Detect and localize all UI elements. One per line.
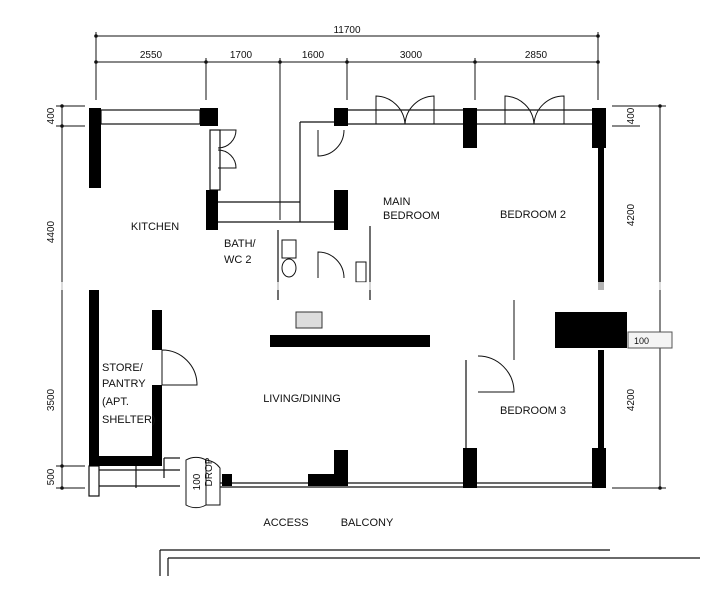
room-store-3: (APT. — [102, 396, 129, 408]
room-store-4: SHELTER) — [102, 414, 156, 426]
dim-top-2: 1700 — [230, 50, 253, 61]
dim-left-1: 400 — [46, 107, 57, 124]
dim-right-2: 4200 — [626, 203, 637, 226]
dim-left-3: 3500 — [46, 388, 57, 411]
room-main-bedroom-1: MAIN — [383, 196, 411, 208]
access-label: ACCESS — [263, 517, 308, 529]
room-store-2: PANTRY — [102, 378, 146, 390]
room-bath-2: WC 2 — [224, 254, 252, 266]
balcony-label: BALCONY — [341, 517, 394, 529]
dim-right-1: 400 — [626, 107, 637, 124]
drop-word: DROP — [204, 457, 215, 486]
dim-overall: 11700 — [333, 25, 361, 36]
dim-top-3: 1600 — [302, 50, 325, 61]
right-drop-label: 100 — [634, 336, 649, 346]
drop-num: 100 — [192, 473, 203, 490]
dim-top-4: 3000 — [400, 50, 423, 61]
dim-top-5: 2850 — [525, 50, 548, 61]
drop-label-box — [627, 331, 673, 349]
sink — [295, 311, 323, 329]
room-bedroom-3: BEDROOM 3 — [500, 405, 566, 417]
dimension-ticks — [60, 34, 662, 490]
room-living-dining: LIVING/DINING — [263, 393, 341, 405]
dim-right-3: 4200 — [626, 388, 637, 411]
dim-top-1: 2550 — [140, 50, 163, 61]
dim-left-2: 4400 — [46, 220, 57, 243]
room-bath-1: BATH/ — [224, 238, 257, 250]
structural-walls — [89, 108, 627, 488]
dim-left-4: 500 — [46, 468, 57, 485]
room-main-bedroom-2: BEDROOM — [383, 210, 440, 222]
room-bedroom-2: BEDROOM 2 — [500, 209, 566, 221]
doors — [161, 95, 565, 509]
image-blur-band — [0, 282, 708, 290]
room-store-1: STORE/ — [102, 362, 144, 374]
room-kitchen: KITCHEN — [131, 221, 179, 233]
